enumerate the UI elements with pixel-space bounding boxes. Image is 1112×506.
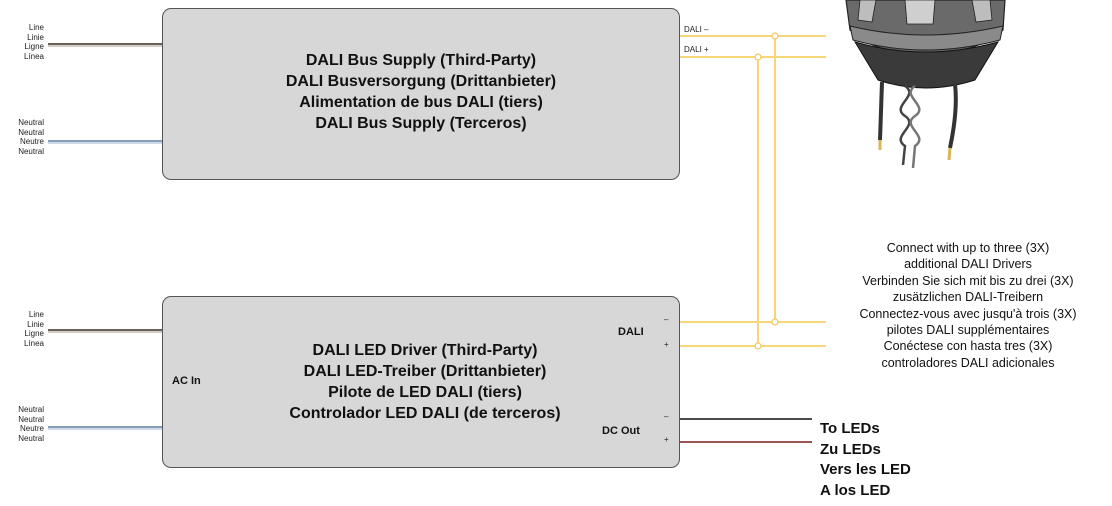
line-label: Línea	[23, 51, 44, 61]
dali-led-driver-box	[162, 296, 680, 468]
ac-in-label: AC In	[172, 375, 201, 387]
driver-line-labels: Line Linie Ligne Línea	[0, 310, 44, 348]
dali-sensor-device	[845, 0, 1006, 169]
note-line: Connect with up to three (3X)	[886, 241, 1050, 255]
dali-junction-dots	[754, 32, 779, 350]
line-label: Line	[28, 23, 44, 32]
note-line: pilotes DALI supplémentaires	[886, 323, 1050, 338]
dali-bus-supply-title: DALI Bus Supply (Third-Party) DALI Busve…	[162, 50, 680, 134]
to-leds-line: A los LED	[820, 481, 891, 499]
neutral-label: Neutral	[18, 118, 44, 127]
neutral-label: Neutral	[18, 405, 44, 414]
note-line: Verbinden Sie sich mit bis zu drei (3X)	[862, 273, 1074, 288]
dali-bus-wires	[680, 35, 826, 347]
dali-terminal-label: DALI	[618, 326, 644, 338]
dali-minus-sign: –	[664, 315, 669, 324]
to-leds-line: Vers les LED	[820, 461, 911, 478]
note-line: controladores DALI adicionales	[881, 355, 1055, 370]
neutral-label: Neutral	[18, 433, 44, 443]
to-leds-label: To LEDs Zu LEDs Vers les LED A los LED	[820, 419, 911, 501]
dali-plus-sign: +	[664, 340, 669, 349]
title-line: DALI LED-Treiber (Drittanbieter)	[303, 363, 547, 380]
dali-bus-supply-box	[162, 8, 680, 180]
neutral-label: Neutral	[18, 414, 44, 424]
neutral-label: Neutral	[18, 146, 44, 156]
title-line: DALI Bus Supply (Third-Party)	[305, 52, 537, 69]
additional-drivers-note: Connect with up to three (3X) additional…	[824, 240, 1112, 371]
neutral-label: Neutre	[19, 424, 44, 433]
supply-neutral-labels: Neutral Neutral Neutre Neutral	[0, 118, 44, 156]
note-line: Conéctese con hasta tres (3X)	[883, 339, 1053, 354]
line-label: Line	[28, 310, 44, 319]
line-label: Linie	[27, 319, 44, 329]
to-leds-line: To LEDs	[820, 420, 880, 437]
dali-minus-label: DALI –	[684, 25, 709, 34]
driver-neutral-labels: Neutral Neutral Neutre Neutral	[0, 405, 44, 443]
line-label: Linie	[27, 32, 44, 42]
dali-plus-label: DALI +	[684, 45, 709, 54]
dali-led-driver-title: DALI LED Driver (Third-Party) DALI LED-T…	[240, 340, 610, 424]
note-line: additional DALI Drivers	[904, 257, 1032, 272]
note-line: zusätzlichen DALI-Treibern	[892, 290, 1044, 305]
note-line: Connectez-vous avec jusqu'à trois (3X)	[859, 306, 1077, 321]
title-line: Pilote de LED DALI (tiers)	[328, 384, 522, 401]
dc-minus-sign: –	[664, 412, 669, 421]
title-line: DALI LED Driver (Third-Party)	[312, 342, 538, 359]
dc-plus-sign: +	[664, 435, 669, 444]
title-line: DALI Bus Supply (Terceros)	[315, 115, 527, 132]
title-line: Controlador LED DALI (de terceros)	[289, 405, 561, 422]
title-line: DALI Busversorgung (Drittanbieter)	[285, 73, 557, 90]
line-label: Línea	[23, 338, 44, 348]
neutral-label: Neutre	[19, 137, 44, 146]
line-label: Ligne	[24, 329, 44, 338]
to-leds-line: Zu LEDs	[820, 440, 881, 458]
dc-out-label: DC Out	[602, 425, 640, 437]
neutral-label: Neutral	[18, 127, 44, 137]
title-line: Alimentation de bus DALI (tiers)	[299, 94, 543, 111]
line-label: Ligne	[24, 42, 44, 51]
supply-line-labels: Line Linie Ligne Línea	[0, 23, 44, 61]
